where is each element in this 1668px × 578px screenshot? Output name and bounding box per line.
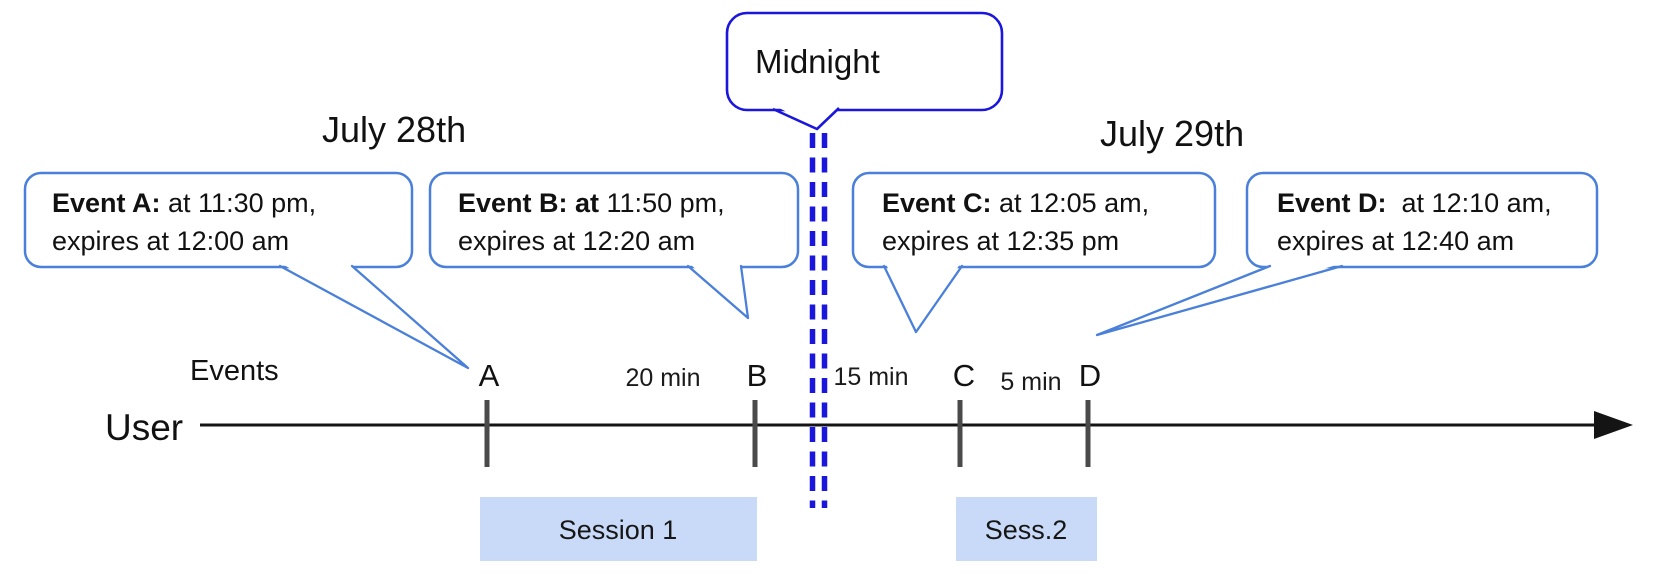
- event-b-title: Event B: at: [458, 188, 599, 218]
- event-c-callout: Event C: at 12:05 am, expires at 12:35 p…: [851, 171, 1217, 334]
- tick-letter-c: C: [953, 358, 975, 393]
- event-d-line1: Event D: at 12:10 am,: [1277, 188, 1552, 218]
- session-2-label: Sess.2: [985, 515, 1068, 545]
- gap-label-20min: 20 min: [625, 364, 700, 392]
- timeline-arrowhead-icon: [1594, 411, 1633, 439]
- midnight-divider: [809, 133, 828, 508]
- gap-label-15min: 15 min: [833, 363, 908, 391]
- event-a-callout: Event A: at 11:30 pm, expires at 12:00 a…: [23, 171, 470, 370]
- event-d-tail-mask: [1100, 264, 1340, 333]
- event-c-line1: Event C: at 12:05 am,: [882, 188, 1149, 218]
- session-1-label: Session 1: [559, 515, 678, 545]
- date-right-label: July 29th: [1100, 113, 1244, 154]
- event-c-tail-mask: [886, 264, 960, 330]
- event-a-title: Event A:: [52, 188, 161, 218]
- event-c-bubble: [851, 171, 1217, 269]
- gap-label-5min: 5 min: [1000, 368, 1061, 396]
- event-b-tail-mask: [690, 264, 748, 316]
- event-b-bubble: [428, 171, 800, 269]
- midnight-bubble-tail: [772, 107, 840, 131]
- events-label: Events: [190, 355, 279, 387]
- midnight-bubble-tail-mask: [775, 106, 840, 127]
- event-c-title: Event C:: [882, 188, 992, 218]
- midnight-bubble: [725, 11, 1004, 112]
- tick-letter-d: D: [1079, 358, 1101, 393]
- event-a-tail-mask: [282, 264, 468, 366]
- event-tick-a: A: [479, 358, 500, 467]
- tick-letter-b: B: [747, 358, 768, 393]
- event-tick-d: D: [1079, 358, 1101, 467]
- midnight-callout: Midnight: [725, 11, 1004, 131]
- session-2-box: Sess.2: [956, 497, 1097, 561]
- event-b-line1: Event B: at 11:50 pm,: [458, 188, 725, 218]
- event-b-tail: [686, 264, 750, 320]
- event-d-callout: Event D: at 12:10 am, expires at 12:40 a…: [1095, 171, 1599, 337]
- event-a-line2: expires at 12:00 am: [52, 226, 289, 256]
- event-a-time: at 11:30 pm,: [161, 188, 317, 218]
- user-label: User: [105, 407, 183, 448]
- session-1-rect: [480, 497, 757, 561]
- event-tick-c: C: [953, 358, 975, 467]
- midnight-label: Midnight: [755, 43, 880, 80]
- event-a-tail: [278, 264, 470, 370]
- event-d-line2: expires at 12:40 am: [1277, 226, 1514, 256]
- event-d-tail: [1095, 264, 1344, 337]
- event-a-line1: Event A: at 11:30 pm,: [52, 188, 316, 218]
- session-2-rect: [956, 497, 1097, 561]
- event-a-bubble: [23, 171, 414, 269]
- event-tick-b: B: [747, 358, 768, 467]
- event-d-title: Event D:: [1277, 188, 1387, 218]
- event-c-time: at 12:05 am,: [992, 188, 1150, 218]
- event-b-callout: Event B: at 11:50 pm, expires at 12:20 a…: [428, 171, 800, 320]
- timeline-axis: User Events: [105, 355, 1633, 448]
- event-b-line2: expires at 12:20 am: [458, 226, 695, 256]
- event-d-bubble: [1245, 171, 1599, 269]
- event-d-time: at 12:10 am,: [1387, 188, 1552, 218]
- event-c-line2: expires at 12:35 pm: [882, 226, 1119, 256]
- date-left-label: July 28th: [322, 109, 466, 150]
- session-1-box: Session 1: [480, 497, 757, 561]
- event-b-time: 11:50 pm,: [599, 188, 725, 218]
- tick-letter-a: A: [479, 358, 500, 393]
- event-c-tail: [882, 264, 964, 334]
